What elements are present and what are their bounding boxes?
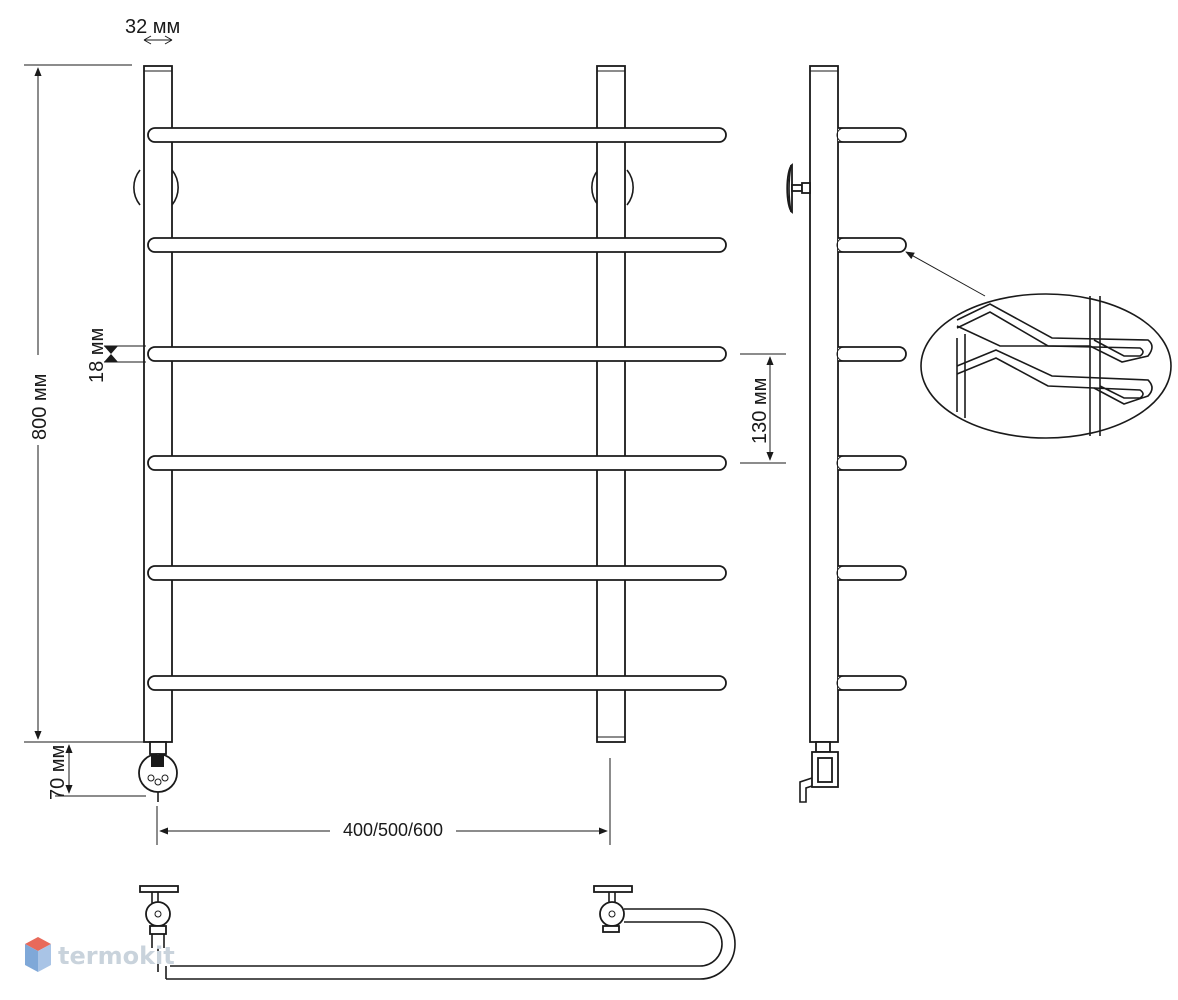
watermark: termokit <box>25 937 175 972</box>
horizontal-bars <box>147 127 727 691</box>
detail-ellipse <box>920 293 1172 439</box>
dimension-annotations: 32 мм 800 мм 18 мм 130 мм 70 мм 400/500/… <box>24 16 786 845</box>
bar-6 <box>147 675 727 691</box>
termokit-logo-icon <box>25 937 51 972</box>
dim-bar-spacing: 130 мм <box>749 378 771 444</box>
front-view <box>133 65 727 802</box>
dim-tube-diameter: 32 мм <box>125 16 180 38</box>
bar-2 <box>147 237 727 253</box>
bar-1 <box>147 127 727 143</box>
top-left-flange <box>139 885 179 893</box>
heating-element <box>138 741 178 802</box>
top-view <box>139 885 736 980</box>
side-bar-stubs <box>836 127 907 691</box>
side-heating-element <box>799 741 839 803</box>
dim-bar-diameter: 18 мм <box>86 328 108 383</box>
watermark-brand: termokit <box>58 942 175 970</box>
left-vertical-tube <box>143 65 173 743</box>
dim-element-offset: 70 мм <box>47 745 69 800</box>
right-wall-mount <box>591 169 599 206</box>
bar-5 <box>147 565 727 581</box>
detail-callout <box>905 251 1172 439</box>
side-view <box>786 65 907 803</box>
dim-height: 800 мм <box>29 374 51 440</box>
top-rail-outer <box>166 908 736 980</box>
bar-4 <box>147 455 727 471</box>
side-wall-mount <box>786 163 811 214</box>
top-right-flange <box>593 885 633 893</box>
side-vertical-tube <box>809 65 839 743</box>
bar-3 <box>147 346 727 362</box>
dim-width-options: 400/500/600 <box>343 820 443 840</box>
left-wall-mount <box>133 169 141 206</box>
top-rail-inner <box>170 921 723 967</box>
right-vertical-tube <box>596 65 626 743</box>
